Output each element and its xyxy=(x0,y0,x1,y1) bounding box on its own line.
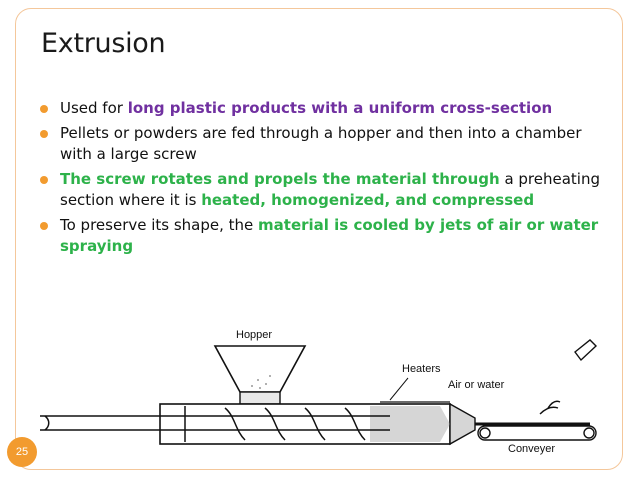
bullet-text: Used for xyxy=(60,99,128,117)
bullet-text: a preheating section where it is xyxy=(60,170,601,209)
barrel-icon xyxy=(159,401,476,446)
hopper-icon xyxy=(213,345,307,405)
slide-title: Extrusion xyxy=(41,28,166,59)
bullet-dot-icon xyxy=(40,130,48,138)
bullet-highlight: material is cooled by jets of air or wat… xyxy=(60,216,599,255)
nozzle-icon xyxy=(539,339,598,415)
heaters-pointer xyxy=(389,377,409,401)
extrusion-diagram: Hopper Conveyer xyxy=(40,329,598,455)
bullet-highlight: The screw rotates and propels the materi… xyxy=(60,170,500,188)
hopper-label: Hopper xyxy=(236,329,272,341)
bullet-item: Pellets or powders are fed through a hop… xyxy=(30,123,600,165)
bullet-item: To preserve its shape, the material is c… xyxy=(30,215,600,257)
conveyer-label: Conveyer xyxy=(508,443,555,455)
air-or-water-label: Air or water xyxy=(448,379,505,391)
bullet-highlight: heated, homogenized, and compressed xyxy=(201,191,535,209)
bullet-item: Used for long plastic products with a un… xyxy=(30,98,600,119)
bullet-list: Used for long plastic products with a un… xyxy=(30,98,600,261)
bullet-text: To preserve its shape, the xyxy=(60,216,259,234)
bullet-item: The screw rotates and propels the materi… xyxy=(30,169,600,211)
conveyer-icon xyxy=(477,425,597,441)
bullet-highlight: long plastic products with a uniform cro… xyxy=(127,99,553,117)
page-number: 25 xyxy=(7,437,37,467)
heaters-label: Heaters xyxy=(402,363,441,375)
bullet-dot-icon xyxy=(40,105,48,113)
bullet-dot-icon xyxy=(40,176,48,184)
screw-icon xyxy=(40,406,390,442)
slide-frame xyxy=(15,8,623,470)
bullet-dot-icon xyxy=(40,222,48,230)
bullet-text: Pellets or powders are fed through a hop… xyxy=(60,124,582,163)
